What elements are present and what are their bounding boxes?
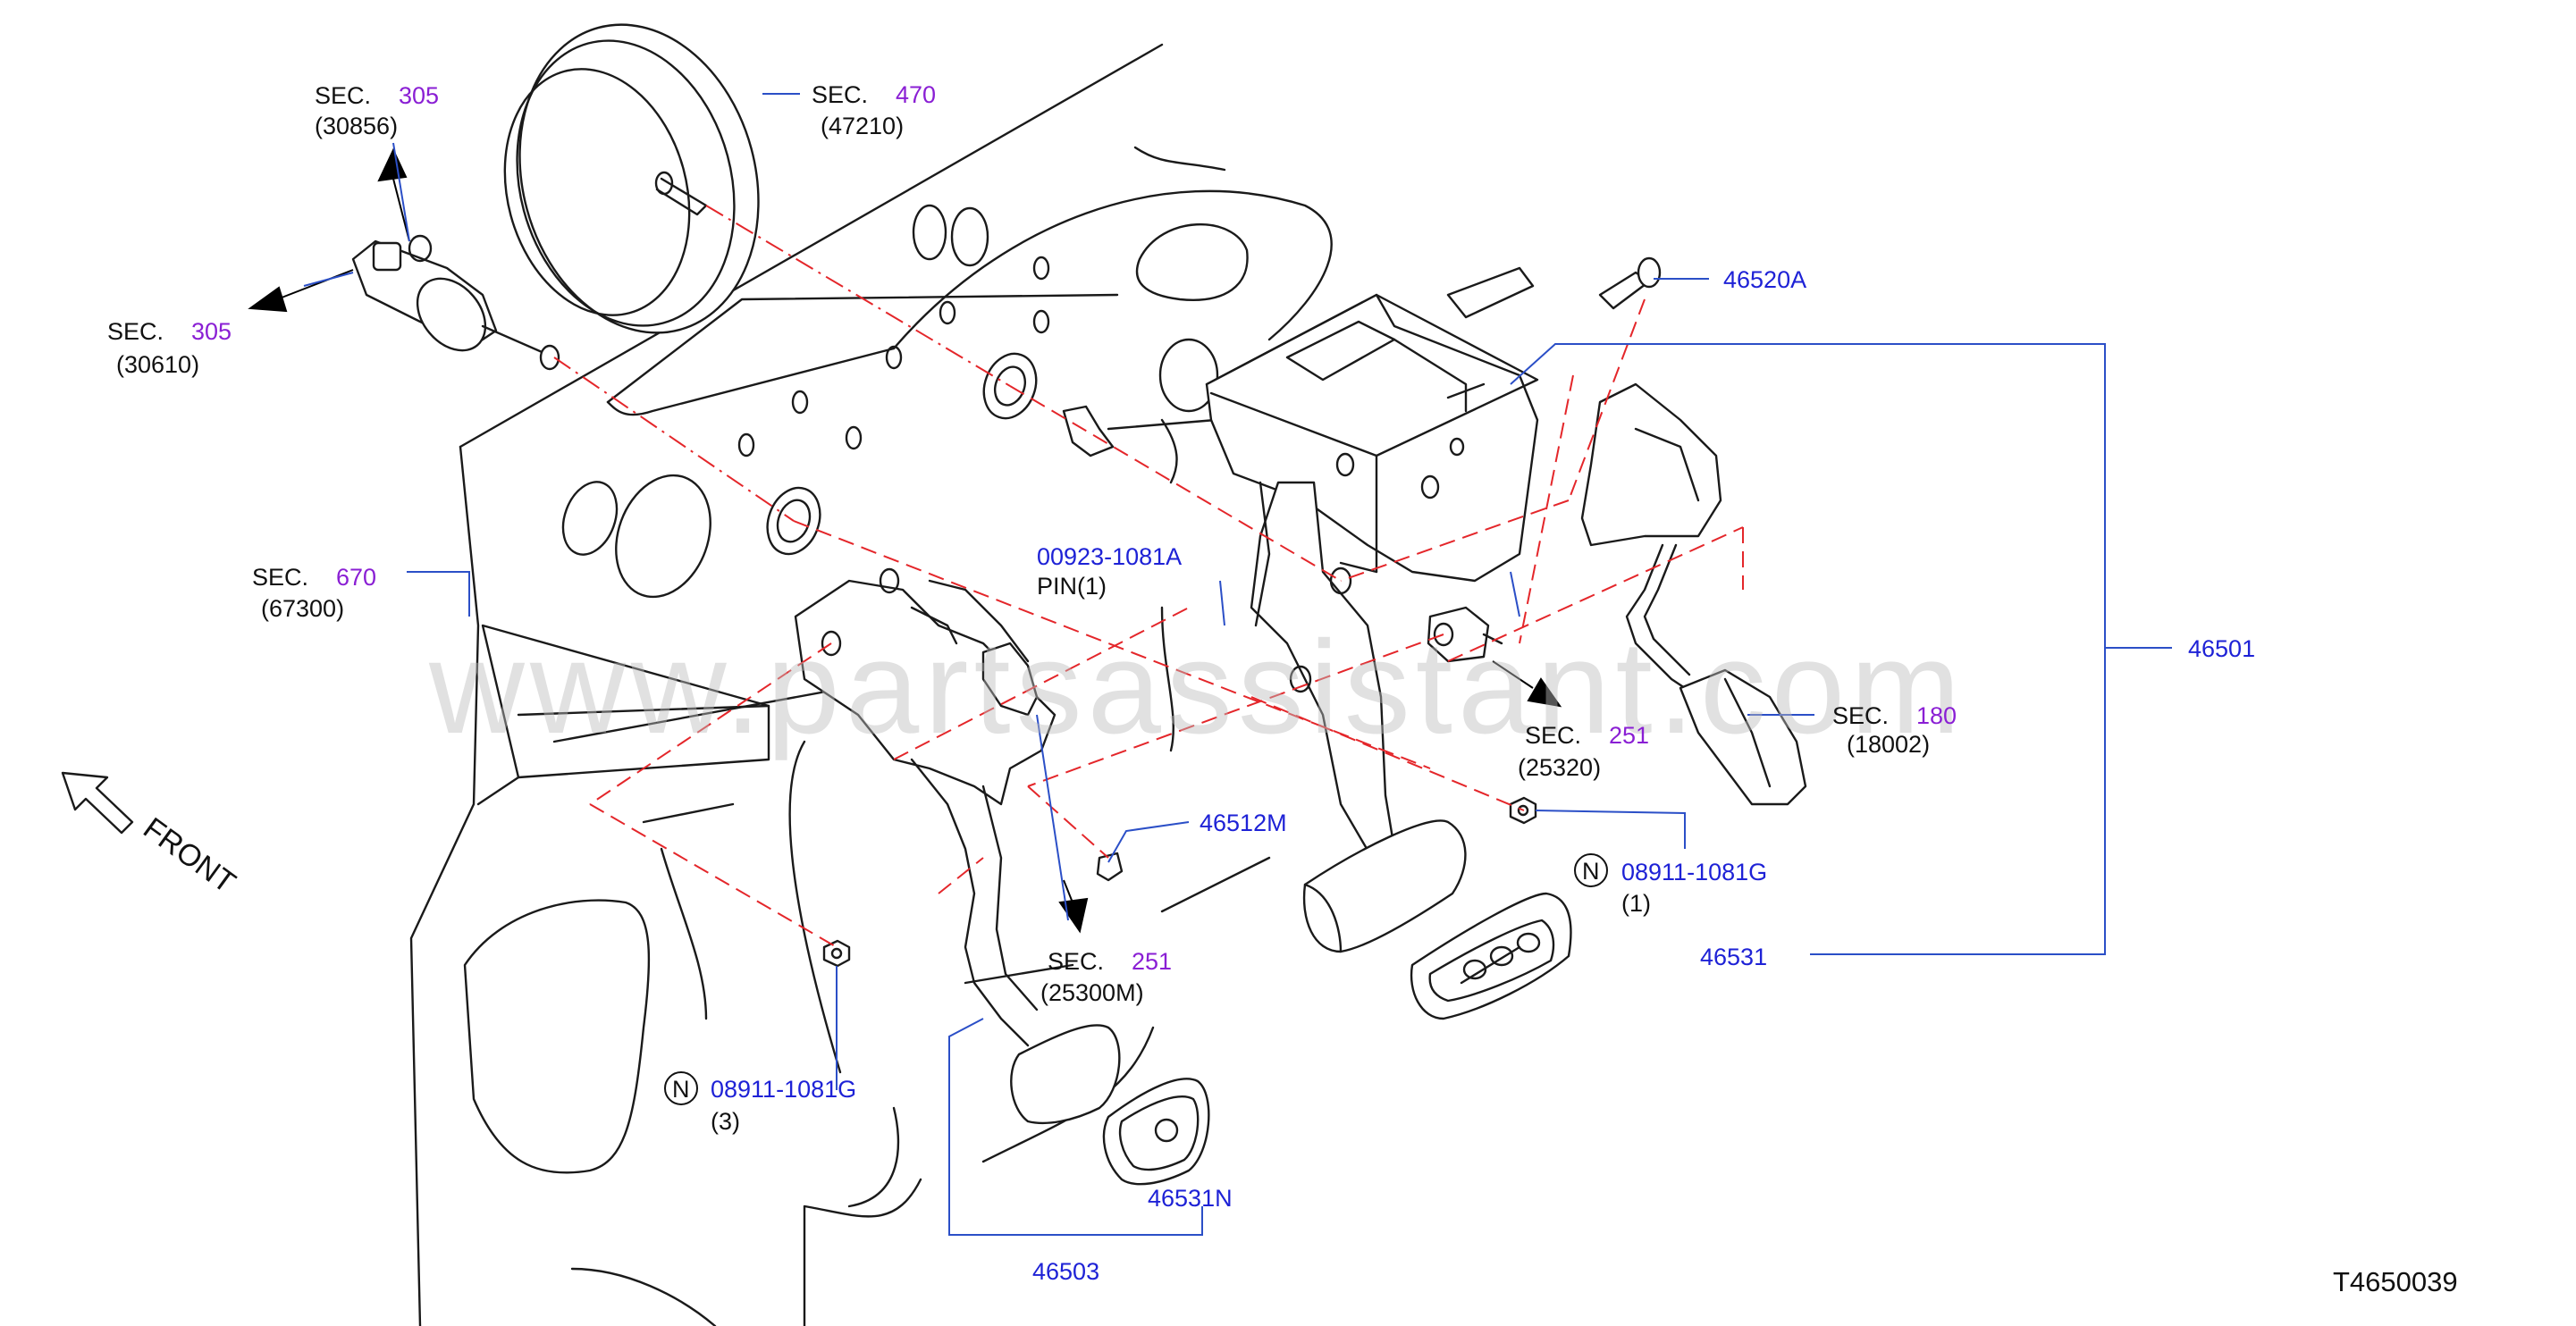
sec-label: SEC. [315, 82, 371, 109]
diagram-code: T4650039 [2333, 1266, 2458, 1297]
accelerator-pedal [1580, 382, 1807, 806]
sec-code: (25320) [1518, 754, 1601, 781]
sec-number: 251 [1132, 948, 1172, 975]
part-00923-1081A: 00923-1081A [1037, 543, 1182, 570]
brake-booster [503, 23, 760, 334]
centerlines [553, 205, 1744, 948]
sec-number: 670 [336, 564, 376, 591]
sec-code: (67300) [261, 595, 344, 622]
sec-label: SEC. [1832, 702, 1889, 729]
callout-sec670: SEC. 670 (67300) [252, 564, 376, 622]
clutch-pedal [794, 567, 1210, 1186]
callout-sec470: SEC. 470 (47210) [812, 81, 936, 139]
sec-label: SEC. [1048, 948, 1104, 975]
sec-code: (47210) [821, 113, 904, 139]
sec-code: (30856) [315, 113, 398, 139]
callout-sec180: SEC. 180 (18002) [1832, 702, 1957, 758]
sec-code: (30610) [116, 351, 199, 378]
watermark: www.partsassistant.com [428, 614, 1966, 761]
sec-label: SEC. [107, 318, 164, 345]
clutch-master-cylinder [351, 234, 560, 371]
part-46512M: 46512M [1200, 810, 1287, 836]
part-46531N: 46531N [1148, 1185, 1233, 1212]
pedal-bracket [1205, 266, 1539, 583]
pin-qty: PIN(1) [1037, 573, 1107, 600]
stop-lamp-switch [1427, 606, 1503, 663]
part-qty: (3) [711, 1108, 740, 1135]
sec-number: 180 [1916, 702, 1957, 729]
n-marker: N [1582, 858, 1600, 885]
bracket-clip [1062, 405, 1115, 457]
callout-nut-right: N 08911-1081G (1) [1574, 853, 1767, 917]
front-label: FRONT [137, 811, 241, 901]
leader-lines [303, 93, 2172, 1236]
front-arrow-icon [61, 771, 134, 835]
sec-number: 305 [191, 318, 232, 345]
arrow-sec251-right [1492, 660, 1562, 708]
part-08911-1081G: 08911-1081G [1621, 859, 1767, 885]
sec-label: SEC. [812, 81, 868, 108]
callout-sec305-top: SEC. 305 (30856) [315, 82, 439, 139]
part-08911-1081G: 08911-1081G [711, 1076, 856, 1103]
sec-number: 470 [896, 81, 936, 108]
sec-code: (25300M) [1040, 979, 1144, 1006]
bolt-46520A [1598, 256, 1662, 310]
sec-label: SEC. [1525, 722, 1581, 749]
part-qty: (1) [1621, 890, 1651, 917]
callout-sec251-right: SEC. 251 (25320) [1518, 722, 1649, 781]
callout-sec251-bottom: SEC. 251 (25300M) [1040, 948, 1172, 1006]
sec-number: 251 [1609, 722, 1649, 749]
part-46501: 46501 [2188, 635, 2255, 662]
sec-label: SEC. [252, 564, 308, 591]
arrow-sec251-bottom [1058, 879, 1089, 934]
arrow-up-sec305 [377, 147, 410, 242]
arrow-left-sec305 [248, 269, 354, 313]
brake-pedal [1250, 481, 1572, 1020]
part-46531: 46531 [1700, 944, 1767, 970]
callout-nut-left: N 08911-1081G (3) [664, 1071, 856, 1135]
part-46503: 46503 [1032, 1258, 1099, 1285]
part-46520A: 46520A [1723, 266, 1806, 293]
n-marker: N [672, 1076, 690, 1103]
clip-46512M [1096, 852, 1124, 882]
sec-code: (18002) [1847, 731, 1930, 758]
callout-sec305-left: SEC. 305 (30610) [107, 318, 232, 378]
nut-left [822, 939, 851, 968]
sec-number: 305 [399, 82, 439, 109]
